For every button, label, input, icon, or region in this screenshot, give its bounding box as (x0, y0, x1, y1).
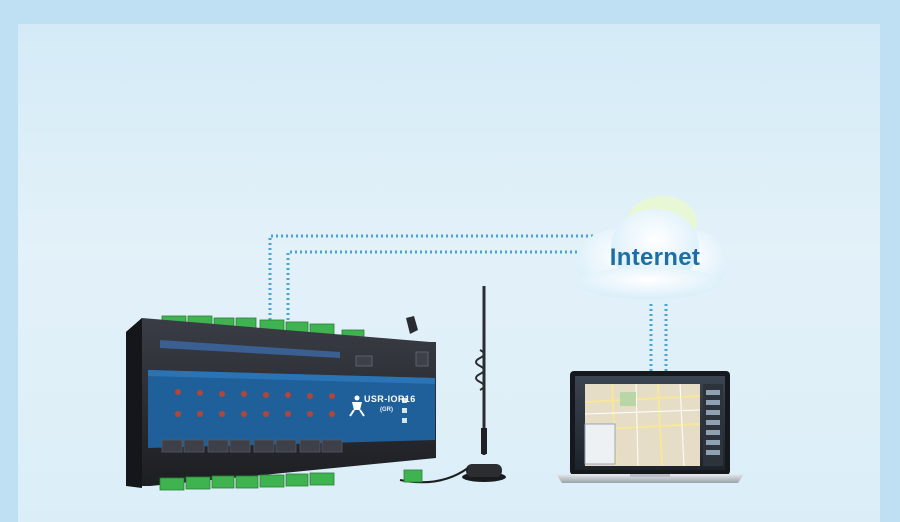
connection-line-inner (286, 250, 592, 330)
io-controller-icon (126, 315, 436, 491)
device-model-label: USR-IOR16 (364, 394, 416, 404)
connection-line-outer (268, 234, 600, 330)
dotted-connection-lines (268, 234, 668, 372)
cloud-icon (576, 196, 728, 299)
device-variant-label: (GR) (380, 407, 393, 413)
cloud-label: Internet (609, 244, 701, 271)
laptop-icon (556, 371, 744, 483)
